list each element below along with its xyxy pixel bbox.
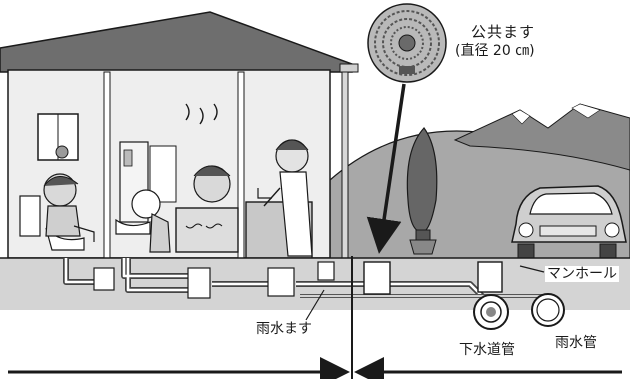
private-masu-boxes: [93, 261, 335, 299]
rain-inlet-pointer: [305, 289, 325, 321]
tree-icon: [406, 127, 438, 255]
manhole-pointer: [519, 265, 545, 273]
rain-inlet-label: 雨水ます: [256, 321, 312, 337]
room-divider-2: [237, 71, 245, 259]
public-masu-pointer-arrow: [366, 83, 406, 254]
roof-gutter: [339, 63, 359, 73]
sewer-pipe-label: 下水道管: [459, 342, 515, 358]
manhole-cover-icon: [367, 3, 447, 83]
storm-pipe-icon: [531, 293, 565, 327]
downspout: [341, 71, 349, 261]
car-icon: [511, 185, 627, 259]
room-divider-1: [103, 71, 111, 259]
background-mountain: [453, 103, 630, 171]
storm-pipe-label: 雨水管: [555, 335, 597, 351]
manhole-label: マンホール: [545, 266, 619, 282]
public-masu-title-label: 公共ます: [471, 23, 536, 41]
sewer-pipe-icon: [473, 294, 509, 330]
manhole-shaft: [477, 261, 503, 293]
public-masu-box: [363, 261, 391, 295]
kitchen-scene: [245, 139, 313, 259]
washroom-scene: [115, 141, 177, 253]
plant-pot: [55, 145, 69, 159]
mountain-snow: [511, 103, 601, 125]
toilet-scene: [19, 173, 95, 251]
public-masu-size-label: (直径 20 ㎝): [455, 43, 535, 59]
bath-scene: [175, 103, 239, 253]
house-roof: [0, 11, 353, 73]
